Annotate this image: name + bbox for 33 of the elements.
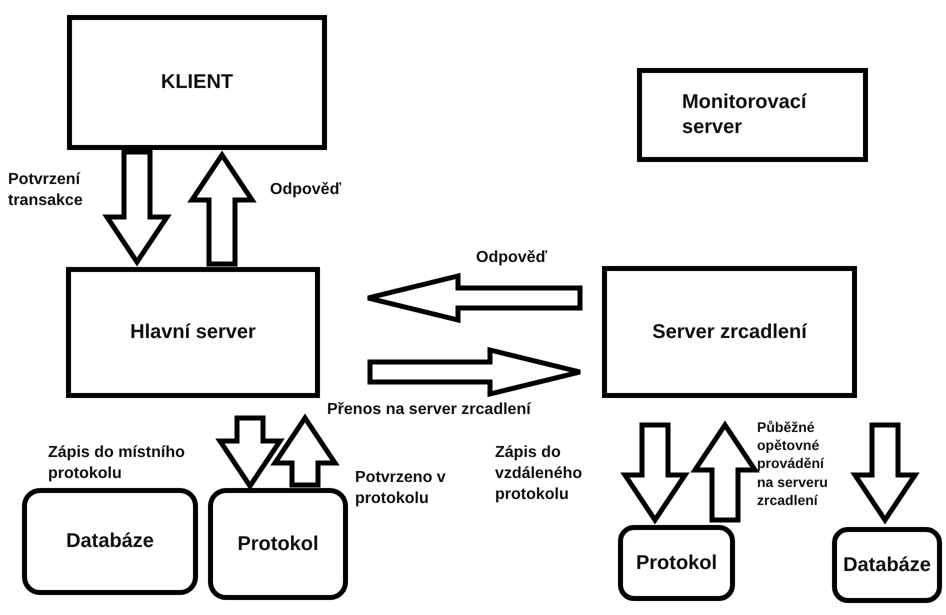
block-arrow xyxy=(850,422,920,524)
node-label: Server zrcadlení xyxy=(652,320,807,344)
edge-label: Zápis do vzdáleného protokolu xyxy=(495,443,584,505)
edge-label: Potvrzení transakce xyxy=(8,170,84,211)
node-label: Hlavní server xyxy=(130,320,256,345)
node-label: Databáze xyxy=(843,552,931,578)
server-box xyxy=(602,266,857,398)
server-box xyxy=(66,267,320,398)
storage-box xyxy=(208,488,348,600)
edge-label: Potvrzeno v protokolu xyxy=(355,468,447,509)
block-arrow xyxy=(620,422,690,524)
block-arrow xyxy=(215,416,285,490)
block-arrow xyxy=(690,420,760,522)
block-arrow xyxy=(102,150,172,266)
node-label: KLIENT xyxy=(160,70,234,95)
storage-box xyxy=(832,527,942,603)
node-label: Monitorovací server xyxy=(682,90,808,140)
edge-label: Zápis do místního protokolu xyxy=(48,443,186,484)
node-label: Protokol xyxy=(636,550,718,576)
node-label: Protokol xyxy=(237,532,319,556)
server-box xyxy=(67,15,327,150)
block-arrow xyxy=(187,150,257,266)
edge-label: Půběžné opětovné provádění na serveru zrcadlení xyxy=(757,418,829,509)
edge-label: Odpověď xyxy=(270,180,342,200)
block-arrow xyxy=(368,346,582,398)
edge-label: Přenos na server zrcadlení xyxy=(327,400,531,420)
node-label: Databáze xyxy=(66,529,154,554)
edge-label: Odpověď xyxy=(476,248,548,268)
server-box xyxy=(637,68,868,162)
storage-box xyxy=(618,525,735,601)
block-arrow xyxy=(366,272,582,324)
storage-box xyxy=(22,488,198,595)
block-arrow xyxy=(270,414,340,488)
